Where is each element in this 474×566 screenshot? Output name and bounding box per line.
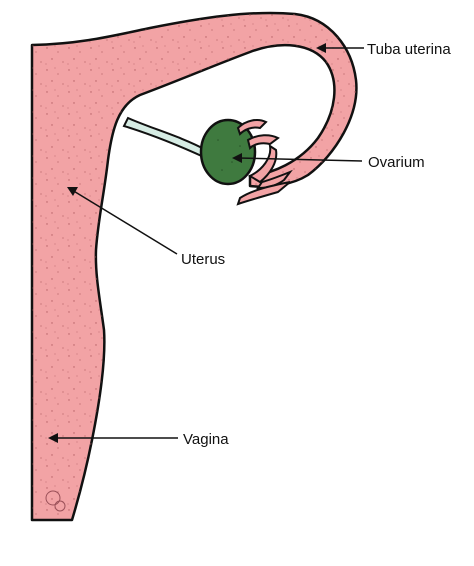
- ovarium-arrow: [232, 153, 363, 163]
- vagina-label: Vagina: [183, 431, 229, 448]
- fimbriae: [236, 143, 293, 206]
- uterus-arrow: [67, 187, 178, 255]
- vagina-arrow: [48, 433, 178, 443]
- uterus-label: Uterus: [181, 251, 226, 268]
- tuba-uterina-label: Tuba uterina: [367, 41, 451, 58]
- uterus-body: [30, 11, 358, 522]
- ovarian-ligament: [122, 116, 207, 160]
- ovarium-label: Ovarium: [368, 154, 425, 171]
- tuba-arrow: [316, 43, 364, 53]
- embryo-sketch: [45, 490, 66, 512]
- ovary: [199, 118, 280, 186]
